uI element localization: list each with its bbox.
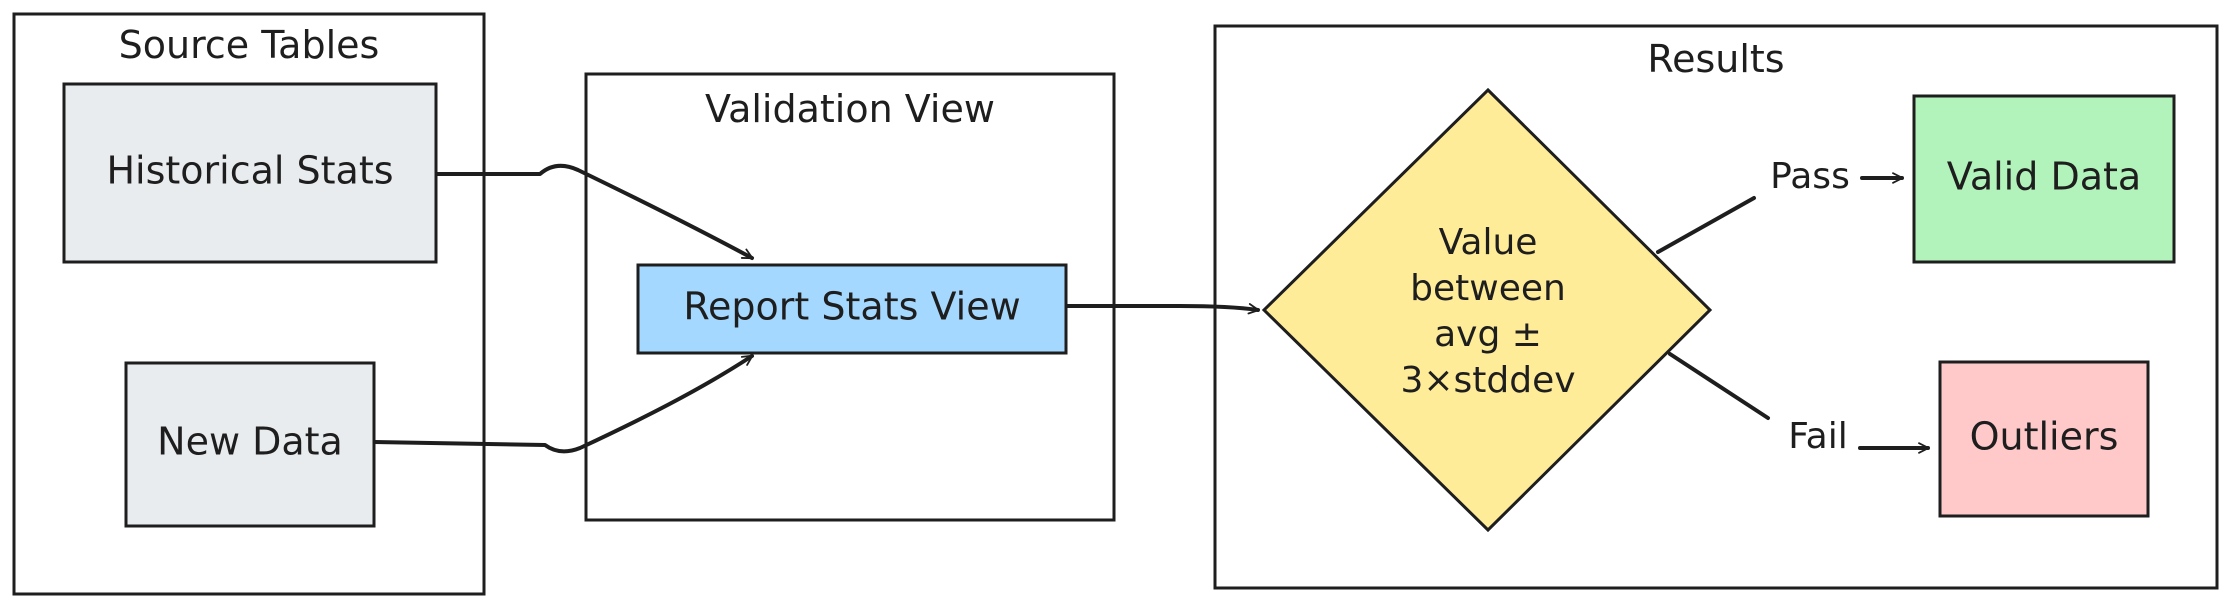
- new-data-label: New Data: [157, 420, 343, 464]
- decision-line-4: 3×stddev: [1400, 360, 1575, 401]
- report-stats-view-box: [636, 263, 1068, 355]
- edges: [372, 163, 1930, 454]
- node-historical-stats: Historical Stats: [62, 82, 438, 264]
- edge-label-fail: Fail: [1788, 416, 1847, 457]
- node-new-data: New Data: [124, 361, 376, 528]
- decision-line-2: between: [1410, 268, 1566, 309]
- edge-label-pass: Pass: [1770, 156, 1850, 197]
- outliers-label: Outliers: [1970, 415, 2119, 459]
- node-outliers: Outliers: [1938, 360, 2150, 518]
- report-stats-view-label: Report Stats View: [683, 285, 1020, 329]
- edge-newdata-to-report: [372, 354, 754, 454]
- node-report-stats-view: Report Stats View: [636, 263, 1068, 355]
- node-decision: Value between avg ± 3×stddev: [1261, 87, 1713, 533]
- edge-decision-to-valid-pass: [1656, 196, 1756, 254]
- edge-historical-to-report: [434, 163, 754, 260]
- node-valid-data: Valid Data: [1912, 94, 2176, 264]
- outliers-box: [1938, 360, 2150, 518]
- edge-decision-to-outliers-fail: [1668, 352, 1770, 420]
- new-data-box: [124, 361, 376, 528]
- decision-diamond: [1261, 87, 1713, 533]
- validation-view-title: Validation View: [705, 87, 995, 131]
- edge-report-to-decision: [1064, 303, 1260, 315]
- decision-line-3: avg ±: [1434, 314, 1542, 355]
- decision-line-1: Value: [1439, 222, 1538, 263]
- results-title: Results: [1647, 37, 1784, 81]
- historical-stats-label: Historical Stats: [106, 149, 393, 193]
- valid-data-label: Valid Data: [1947, 155, 2141, 199]
- historical-stats-box: [62, 82, 438, 264]
- source-tables-title: Source Tables: [119, 23, 380, 67]
- valid-data-box: [1912, 94, 2176, 264]
